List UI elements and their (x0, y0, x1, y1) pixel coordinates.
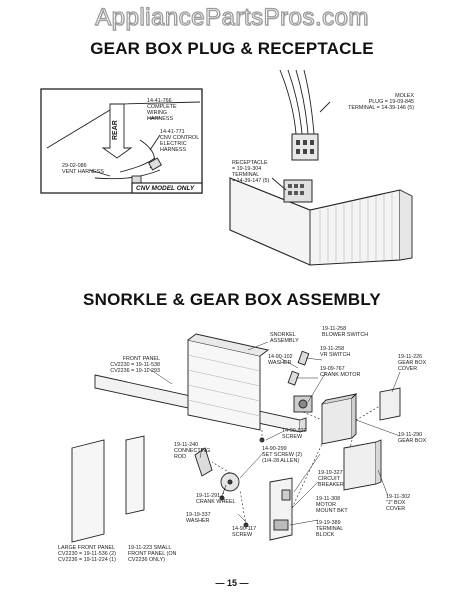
inset-plug-icon-2 (131, 175, 142, 184)
front-panel-label: FRONT PANEL CV2230 = 19-11-538 CV2236 = … (110, 356, 160, 374)
j-box-cover-part (343, 441, 377, 491)
receptacle-label: RECEPTACLE = 19-19-304 TERMINAL = 14-39-… (232, 160, 270, 184)
set-screw-label: 14-90-299 SET SCREW (2) (1/4-28 ALLEN) (262, 446, 303, 464)
screw-label-2: 14-90-117 SCREW (232, 526, 257, 538)
large-front-panel-label: LARGE FRONT PANEL CV2230 = 19-11-536 (2)… (58, 545, 116, 563)
molex-label: MOLEX PLUG = 19-09-845 TERMINAL = 14-39-… (348, 93, 414, 111)
crank-wheel-label: 19-11-291 CRANK WHEEL (196, 493, 236, 505)
vr-switch-label: 19-11-258 VR SWITCH (320, 346, 351, 358)
molex-plug-icon (291, 133, 319, 161)
blower-switch-label: 19-11-258 BLOWER SWITCH (322, 326, 369, 338)
gear-box-cover-part (379, 387, 401, 421)
connecting-rod-label: 19-11-240 CONNECTING ROD (174, 442, 211, 460)
small-front-panel-label: 19-11-223 SMALL FRONT PANEL (ON CV2236 O… (128, 545, 177, 563)
motor-mount-part (269, 477, 293, 541)
crank-motor-label: 19-09-767 CRANK MOTOR (320, 366, 361, 378)
cnv-control-harness-label: 14-41-771 CNV CONTROL ELECTRIC HARNESS (160, 129, 200, 153)
terminal-block-icon (273, 519, 289, 531)
terminal-block-label: 19-19-389 TERMINAL BLOCK (316, 520, 344, 538)
vent-harness-label: 29-02-086 VENT HARNESS (62, 163, 104, 175)
screw-label-1: 14-90-023 SCREW (282, 428, 307, 440)
gear-box-label: 19-11-290 GEAR BOX (398, 432, 427, 444)
j-box-cover-label: 19-11-302 "J" BOX COVER (386, 494, 411, 512)
large-front-panel-part (71, 439, 105, 543)
cnv-model-caption: CNV MODEL ONLY (136, 185, 195, 192)
small-front-panel-part (125, 435, 145, 515)
vr-switch-icon (287, 370, 300, 386)
blower-switch-icon (297, 350, 310, 366)
washer-label-1: 14-90-102 WASHER (268, 354, 293, 366)
rear-arrow-icon (101, 103, 133, 159)
watermark: AppliancePartsPros.com (95, 3, 369, 31)
circuit-breaker-label: 19-19-327 CIRCUIT BREAKER (318, 470, 344, 488)
snorkel-assembly-label: SNORKEL ASSEMBLY (270, 332, 299, 344)
washer-label-2: 19-19-337 WASHER (186, 512, 211, 524)
gear-box-cover-label: 19-11-226 GEAR BOX COVER (398, 354, 427, 372)
gear-box-part (321, 397, 353, 445)
rear-arrow-label: REAR (112, 120, 119, 140)
page-number: — 15 — (215, 578, 249, 588)
complete-wiring-label: 14-41-766 COMPLETE WIRING HARNESS (147, 98, 177, 122)
inset-plug-icon (148, 157, 162, 171)
section-title-gear-box-plug: GEAR BOX PLUG & RECEPTACLE (90, 39, 374, 58)
motor-mount-label: 19-11-308 MOTOR MOUNT BKT (316, 496, 348, 514)
cnv-inset-frame (40, 88, 203, 194)
circuit-breaker-icon (281, 489, 291, 501)
section-title-snorkle-assembly: SNORKLE & GEAR BOX ASSEMBLY (83, 290, 381, 309)
